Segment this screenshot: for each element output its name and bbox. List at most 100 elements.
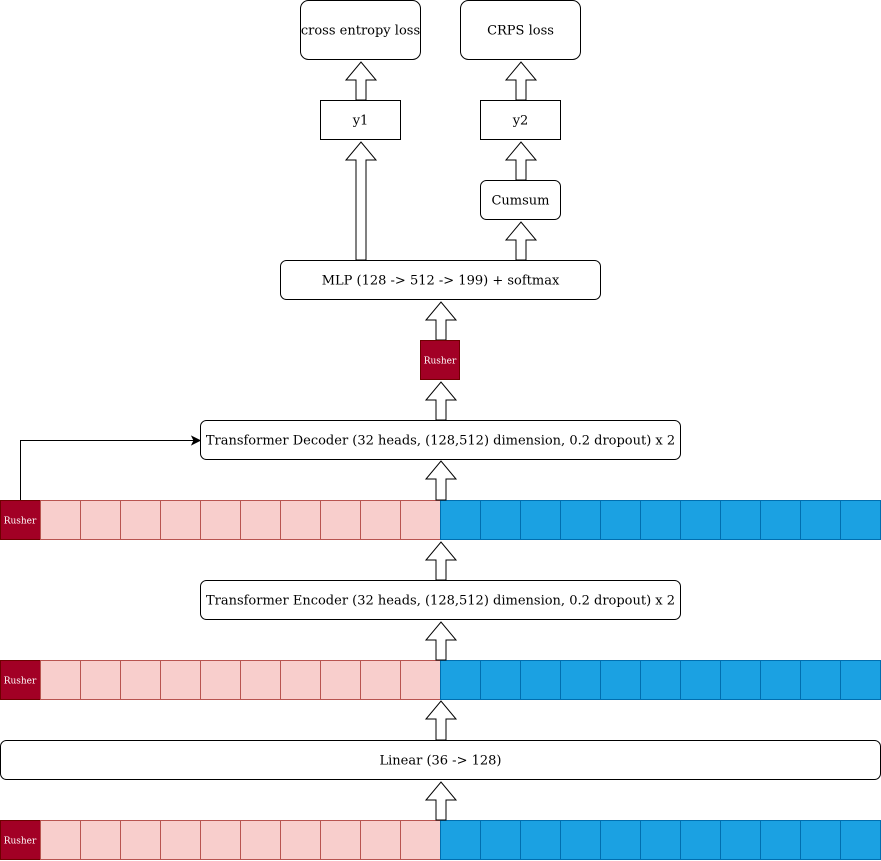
crps-loss-label: CRPS loss bbox=[487, 24, 554, 39]
token-sequence-decoder-input: Rusher bbox=[0, 500, 881, 540]
defense-player-token-cell bbox=[600, 820, 641, 860]
offense-player-token-cell bbox=[160, 660, 201, 700]
offense-player-token-cell bbox=[280, 660, 321, 700]
mlp-label: MLP (128 -> 512 -> 199) + softmax bbox=[322, 274, 560, 289]
defense-player-token-cell bbox=[680, 820, 721, 860]
offense-player-token-cell bbox=[240, 660, 281, 700]
arrow-sequence-to-decoder bbox=[424, 460, 458, 501]
rusher-token-cell bbox=[0, 820, 41, 860]
mlp-box: MLP (128 -> 512 -> 199) + softmax bbox=[280, 260, 601, 300]
defense-player-token-cell bbox=[680, 500, 721, 540]
arrow-decoder-to-rusher bbox=[424, 381, 458, 421]
crps-loss-box: CRPS loss bbox=[460, 0, 581, 60]
connector-arrowhead bbox=[190, 435, 202, 446]
rusher-token-cell-label: Rusher bbox=[4, 677, 37, 687]
offense-player-token-cell bbox=[400, 820, 441, 860]
offense-player-token-cell bbox=[400, 500, 441, 540]
offense-player-token-cell bbox=[160, 500, 201, 540]
arrow-y1-to-cross-entropy bbox=[344, 61, 378, 101]
connector-rusher-to-decoder bbox=[20, 440, 194, 500]
rusher-token-label: Rusher bbox=[424, 357, 457, 367]
defense-player-token-cell bbox=[760, 660, 801, 700]
defense-player-token-cell bbox=[800, 660, 841, 700]
rusher-token-cell-label: Rusher bbox=[4, 837, 37, 847]
decoder-label: Transformer Decoder (32 heads, (128,512)… bbox=[206, 434, 675, 449]
offense-player-token-cell bbox=[400, 660, 441, 700]
defense-player-token-cell bbox=[680, 660, 721, 700]
arrow-input-to-linear bbox=[424, 781, 458, 821]
y1-label: y1 bbox=[352, 114, 369, 129]
defense-player-token-cell bbox=[440, 820, 481, 860]
offense-player-token-cell bbox=[360, 500, 401, 540]
defense-player-token-cell bbox=[760, 820, 801, 860]
y1-box: y1 bbox=[320, 100, 401, 140]
offense-player-token-cell bbox=[200, 660, 241, 700]
cross-entropy-loss-box: cross entropy loss bbox=[300, 0, 421, 60]
cumsum-label: Cumsum bbox=[491, 194, 549, 209]
offense-player-token-cell bbox=[200, 820, 241, 860]
offense-player-token-cell bbox=[80, 660, 121, 700]
defense-player-token-cell bbox=[840, 500, 881, 540]
arrow-y2-to-crps bbox=[504, 61, 538, 101]
offense-player-token-cell bbox=[120, 660, 161, 700]
defense-player-token-cell bbox=[720, 820, 761, 860]
offense-player-token-cell bbox=[200, 500, 241, 540]
offense-player-token-cell bbox=[240, 820, 281, 860]
defense-player-token-cell bbox=[600, 660, 641, 700]
y2-box: y2 bbox=[480, 100, 561, 140]
defense-player-token-cell bbox=[520, 820, 561, 860]
defense-player-token-cell bbox=[520, 500, 561, 540]
cumsum-box: Cumsum bbox=[480, 180, 561, 220]
offense-player-token-cell bbox=[40, 820, 81, 860]
defense-player-token-cell bbox=[480, 660, 521, 700]
offense-player-token-cell bbox=[320, 820, 361, 860]
defense-player-token-cell bbox=[560, 820, 601, 860]
offense-player-token-cell bbox=[80, 500, 121, 540]
defense-player-token-cell bbox=[720, 500, 761, 540]
offense-player-token-cell bbox=[40, 500, 81, 540]
defense-player-token-cell bbox=[440, 660, 481, 700]
defense-player-token-cell bbox=[720, 660, 761, 700]
y2-label: y2 bbox=[512, 114, 529, 129]
arrow-mlp-to-y1 bbox=[344, 141, 378, 261]
defense-player-token-cell bbox=[840, 660, 881, 700]
offense-player-token-cell bbox=[80, 820, 121, 860]
offense-player-token-cell bbox=[320, 500, 361, 540]
defense-player-token-cell bbox=[600, 500, 641, 540]
encoder-label: Transformer Encoder (32 heads, (128,512)… bbox=[206, 594, 675, 609]
rusher-token-cell bbox=[0, 500, 41, 540]
cross-entropy-loss-label: cross entropy loss bbox=[301, 24, 420, 39]
defense-player-token-cell bbox=[560, 500, 601, 540]
arrow-encoder-to-sequence bbox=[424, 541, 458, 581]
token-sequence-encoder-output: Rusher bbox=[0, 660, 881, 700]
offense-player-token-cell bbox=[120, 820, 161, 860]
arrow-cumsum-to-y2 bbox=[504, 141, 538, 181]
defense-player-token-cell bbox=[560, 660, 601, 700]
offense-player-token-cell bbox=[280, 500, 321, 540]
rusher-token-cell bbox=[0, 660, 41, 700]
linear-layer-label: Linear (36 -> 128) bbox=[379, 754, 501, 769]
defense-player-token-cell bbox=[760, 500, 801, 540]
offense-player-token-cell bbox=[240, 500, 281, 540]
rusher-token-box: Rusher bbox=[420, 340, 460, 380]
arrow-mlp-to-cumsum bbox=[504, 221, 538, 261]
decoder-box: Transformer Decoder (32 heads, (128,512)… bbox=[200, 420, 681, 460]
encoder-box: Transformer Encoder (32 heads, (128,512)… bbox=[200, 580, 681, 620]
defense-player-token-cell bbox=[840, 820, 881, 860]
defense-player-token-cell bbox=[520, 660, 561, 700]
arrow-sequence-to-encoder bbox=[424, 621, 458, 661]
defense-player-token-cell bbox=[640, 820, 681, 860]
offense-player-token-cell bbox=[280, 820, 321, 860]
linear-layer-box: Linear (36 -> 128) bbox=[0, 740, 881, 780]
defense-player-token-cell bbox=[800, 820, 841, 860]
defense-player-token-cell bbox=[640, 660, 681, 700]
offense-player-token-cell bbox=[360, 820, 401, 860]
offense-player-token-cell bbox=[320, 660, 361, 700]
arrow-rusher-to-mlp bbox=[424, 301, 458, 341]
token-sequence-input: Rusher bbox=[0, 820, 881, 860]
defense-player-token-cell bbox=[480, 500, 521, 540]
rusher-token-cell-label: Rusher bbox=[4, 517, 37, 527]
arrow-linear-to-sequence bbox=[424, 700, 458, 741]
defense-player-token-cell bbox=[440, 500, 481, 540]
